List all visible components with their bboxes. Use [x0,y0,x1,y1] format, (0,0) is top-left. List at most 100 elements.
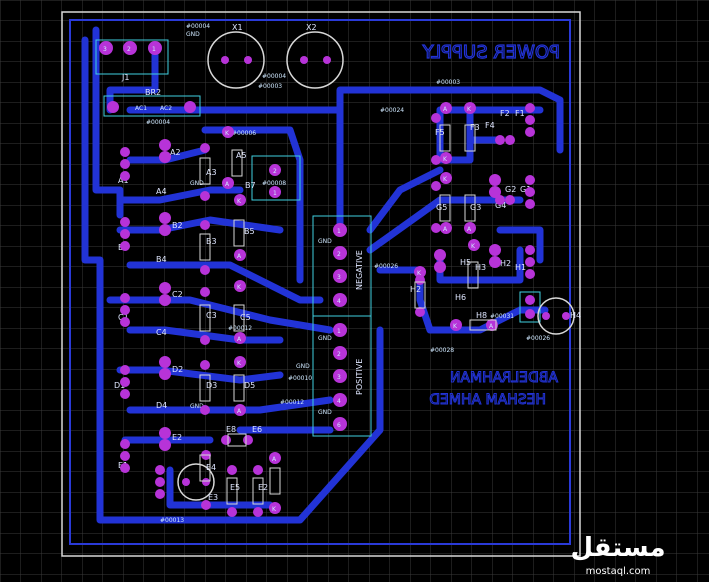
svg-text:#00008: #00008 [262,180,286,187]
svg-text:4: 4 [337,398,341,405]
capacitor-e3 [177,463,215,501]
svg-text:K: K [443,156,448,163]
svg-text:#00006: #00006 [232,130,256,137]
svg-text:1: 1 [152,46,156,53]
svg-text:#00031: #00031 [490,313,514,320]
svg-text:C5: C5 [240,313,251,322]
svg-text:A: A [237,253,242,260]
svg-text:A: A [225,181,230,188]
svg-text:K: K [225,130,230,137]
svg-text:E8: E8 [226,425,236,434]
designer-name-2: HESHAM AHMED [429,392,547,409]
svg-text:D2: D2 [172,365,183,374]
svg-text:E6: E6 [252,425,262,434]
svg-text:B5: B5 [244,227,255,236]
svg-text:H2: H2 [500,259,511,268]
svg-text:H5: H5 [460,258,471,267]
svg-text:B7: B7 [245,181,256,190]
svg-text:H2: H2 [410,285,421,294]
svg-text:A: A [443,106,448,113]
svg-text:B3: B3 [206,237,217,246]
svg-text:#00004: #00004 [146,119,170,126]
svg-text:GND: GND [318,335,332,342]
svg-text:A: A [237,408,242,415]
svg-text:2: 2 [127,46,131,53]
svg-text:GND: GND [296,363,310,370]
svg-text:G3: G3 [470,203,481,212]
svg-text:G1: G1 [520,185,531,194]
svg-text:3: 3 [337,374,341,381]
svg-text:K: K [237,198,242,205]
svg-text:2: 2 [273,168,277,175]
svg-text:D4: D4 [156,401,167,410]
crystal-x2: X2 [286,23,344,89]
svg-text:X2: X2 [306,23,317,32]
svg-text:A: A [272,456,277,463]
svg-text:3: 3 [103,46,107,53]
svg-text:H3: H3 [475,263,486,272]
diode-pads: K A K A K A K A A K A K K A K A K K K A [222,102,498,514]
connector-j1: 3 2 1 J1 [99,41,162,82]
svg-text:#00012: #00012 [280,399,304,406]
svg-text:H8: H8 [476,311,487,320]
svg-text:#00004: #00004 [262,73,286,80]
svg-text:#00024: #00024 [380,107,404,114]
svg-text:C3: C3 [206,311,217,320]
capacitor-h4 [537,297,575,335]
svg-text:E4: E4 [206,463,216,472]
svg-text:1: 1 [337,228,341,235]
svg-text:E2: E2 [172,433,182,442]
svg-text:K: K [417,270,422,277]
svg-text:BR2: BR2 [145,88,161,97]
svg-text:B2: B2 [172,221,183,230]
svg-text:2: 2 [337,251,341,258]
svg-text:A5: A5 [236,151,247,160]
svg-text:GND: GND [190,403,204,410]
svg-text:E3: E3 [208,493,218,502]
svg-text:#00026: #00026 [526,335,550,342]
net-labels: #00004 GND #00004 #00003 #00004 #00003 #… [146,23,550,524]
svg-text:#00010: #00010 [288,375,312,382]
svg-text:#00003: #00003 [258,83,282,90]
component-pads [120,56,570,517]
svg-text:HESHAM AHMED: HESHAM AHMED [429,392,546,408]
svg-text:#00013: #00013 [160,517,184,524]
svg-text:D3: D3 [206,381,217,390]
svg-text:POWER SUPPLY: POWER SUPPLY [422,42,560,63]
svg-text:B4: B4 [156,255,167,264]
resistor-bodies [199,124,497,505]
svg-text:E5: E5 [230,483,240,492]
svg-text:F1: F1 [515,109,525,118]
svg-text:1: 1 [273,190,277,197]
svg-text:4: 4 [337,298,341,305]
header-negative-label: NEGATIVE [355,250,364,290]
svg-text:GND: GND [318,409,332,416]
svg-text:#00026: #00026 [374,263,398,270]
board-title: POWER SUPPLY [421,41,561,63]
svg-text:J1: J1 [121,73,129,82]
watermark-url: mostaql.com [586,566,651,577]
svg-text:D1: D1 [114,381,125,390]
svg-text:#00012: #00012 [228,325,252,332]
bridge-br2: AC1 AC2 BR2 [107,88,196,113]
svg-text:C2: C2 [172,290,183,299]
svg-text:#00003: #00003 [436,79,460,86]
watermark-logo: مستقل [570,533,665,563]
svg-text:K: K [237,360,242,367]
svg-text:A2: A2 [170,148,181,157]
svg-text:GND: GND [318,238,332,245]
crystal-x1: X1 [207,23,265,89]
svg-text:A: A [237,336,242,343]
regulator-b7: 2 1 B7 [245,164,281,198]
svg-text:K: K [471,243,476,250]
svg-text:GND: GND [186,31,200,38]
header-positive-label: POSITIVE [355,359,364,395]
header-positive: 1 2 3 4 6 [333,323,347,431]
svg-text:K: K [237,284,242,291]
svg-text:G2: G2 [505,185,516,194]
svg-text:X1: X1 [232,23,243,32]
svg-text:AC1: AC1 [135,105,147,112]
svg-text:K: K [443,176,448,183]
